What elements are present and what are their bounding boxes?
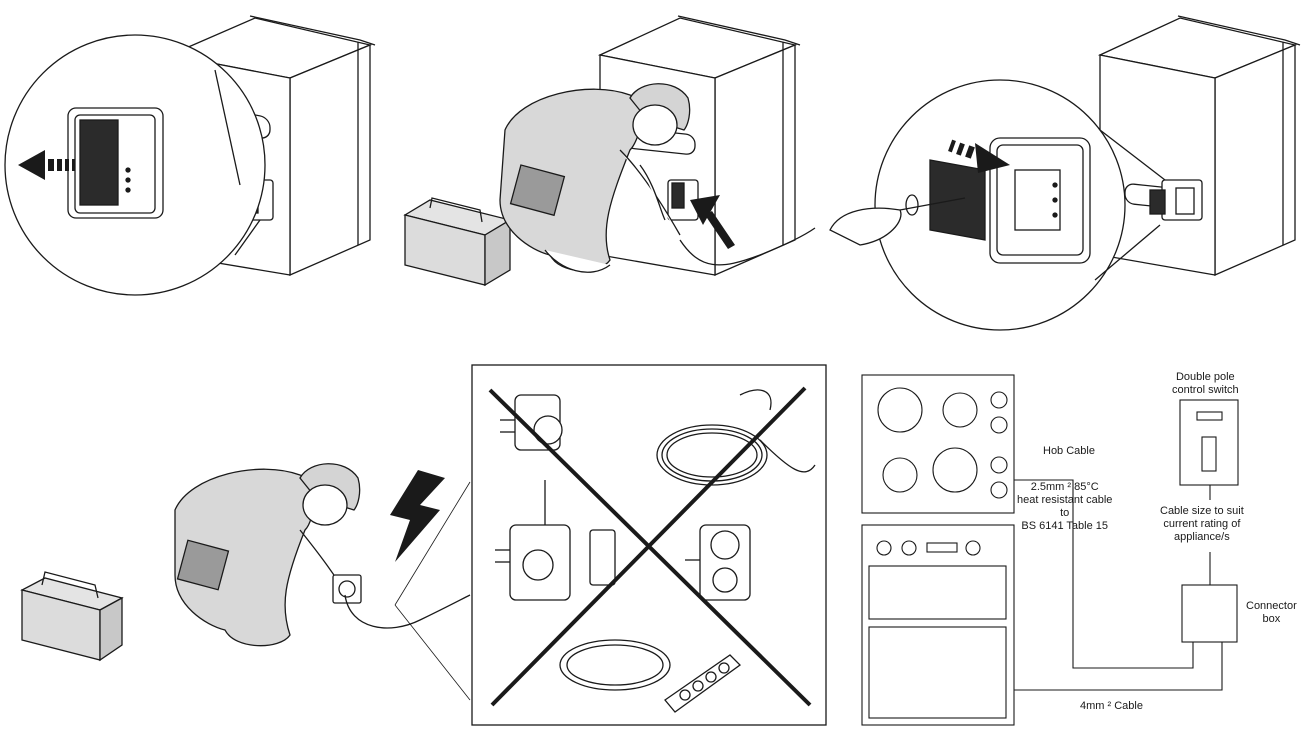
oven-cabinet-3 bbox=[1097, 15, 1301, 276]
cable-spec-line4: BS 6141 Table 15 bbox=[1021, 520, 1109, 532]
power-cable-2 bbox=[679, 227, 816, 266]
screwdriver-icon bbox=[829, 194, 966, 246]
hob-cable-label: Hob Cable bbox=[1043, 445, 1095, 457]
plug-adapter bbox=[500, 394, 563, 451]
prohibited-panel bbox=[471, 364, 827, 726]
switch-label: Double pole control switch bbox=[1172, 371, 1239, 397]
cable-size-line2: current rating of bbox=[1163, 518, 1241, 530]
power-strip bbox=[559, 639, 741, 713]
cable-spec-line3: to bbox=[1060, 507, 1070, 519]
lightning-icon bbox=[390, 470, 445, 562]
hob-cable-line bbox=[1014, 479, 1194, 669]
cable-spec-label: 2.5mm ² 85°C heat resistant cable to BS … bbox=[1017, 481, 1112, 533]
cable-size-label: Cable size to suit current rating of app… bbox=[1160, 505, 1244, 544]
switch-label-line1: Double pole bbox=[1175, 371, 1235, 383]
cross-out-icon bbox=[488, 386, 812, 707]
zoom-circle-1 bbox=[4, 34, 266, 296]
arrow-up-icon bbox=[690, 195, 735, 249]
step2-panel bbox=[403, 15, 816, 287]
cable-spec-line2: heat resistant cable bbox=[1017, 494, 1113, 506]
connector-label-line1: Connector bbox=[1246, 600, 1297, 612]
oven-unit bbox=[861, 524, 1015, 726]
cable-spec-line1: 2.5mm ² 85°C bbox=[1030, 481, 1099, 493]
timer-socket bbox=[685, 524, 751, 601]
cable-size-line3: appliance/s bbox=[1174, 531, 1230, 543]
main-cable-label: 4mm ² Cable bbox=[1080, 700, 1143, 712]
switch-label-line2: control switch bbox=[1172, 384, 1239, 396]
toolbox-icon bbox=[403, 197, 512, 287]
control-module-1 bbox=[79, 119, 119, 206]
connector-box bbox=[1181, 584, 1238, 643]
toolbox-icon-2 bbox=[20, 571, 124, 662]
warning-panel bbox=[20, 463, 471, 701]
wiring-diagram bbox=[861, 374, 1239, 726]
arrow-left-icon bbox=[18, 150, 75, 180]
zoom-circle-3 bbox=[874, 79, 1126, 331]
hob-unit bbox=[861, 374, 1015, 514]
cable-size-line1: Cable size to suit bbox=[1160, 505, 1244, 517]
worker-figure-4 bbox=[174, 463, 361, 647]
step3-panel bbox=[829, 15, 1301, 331]
step1-panel bbox=[4, 15, 376, 296]
arrow-right-icon bbox=[948, 139, 1010, 173]
worker-figure-2 bbox=[499, 83, 691, 273]
remote-socket bbox=[495, 480, 616, 601]
power-cable-4 bbox=[344, 594, 471, 629]
main-cable-line bbox=[1014, 642, 1223, 691]
connector-label-line2: box bbox=[1262, 613, 1281, 625]
connector-box-label: Connector box bbox=[1246, 600, 1297, 626]
double-pole-switch bbox=[1179, 399, 1239, 486]
